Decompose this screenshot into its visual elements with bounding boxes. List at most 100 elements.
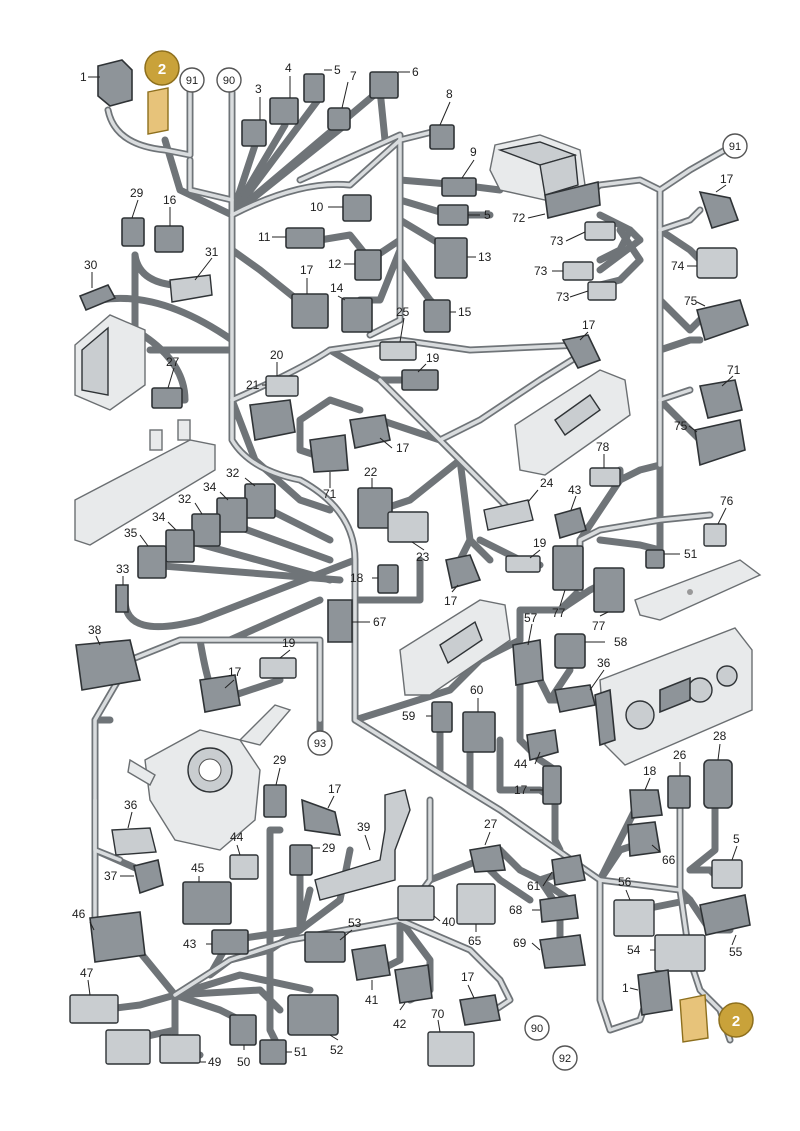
label-52: 52 <box>330 1043 344 1057</box>
ref-circle-90-top <box>216 67 242 93</box>
label-5: 5 <box>334 63 341 77</box>
label-12: 12 <box>328 257 342 271</box>
sun-visor-center <box>399 599 511 696</box>
label-29: 29 <box>130 186 144 200</box>
label-20: 20 <box>270 348 284 362</box>
label-44: 44 <box>514 757 528 771</box>
label-17: 17 <box>328 782 342 796</box>
ref-circle-91-right <box>722 133 748 159</box>
label-46: 46 <box>72 907 86 921</box>
label-17: 17 <box>461 970 475 984</box>
label-58: 58 <box>614 635 628 649</box>
label-16: 16 <box>163 193 177 207</box>
label-17: 17 <box>444 594 458 608</box>
label-42: 42 <box>393 1017 407 1031</box>
label-29: 29 <box>322 841 336 855</box>
label-10: 10 <box>310 200 324 214</box>
label-1: 1 <box>622 981 629 995</box>
sun-visor-right-top <box>514 369 631 476</box>
label-65: 65 <box>468 934 482 948</box>
label-55: 55 <box>729 945 743 959</box>
label-27: 27 <box>166 355 180 369</box>
label-73: 73 <box>556 290 570 304</box>
label-41: 41 <box>365 993 379 1007</box>
label-5: 5 <box>733 832 740 846</box>
label-11: 11 <box>258 230 271 244</box>
label-15: 15 <box>458 305 472 319</box>
label-70: 70 <box>431 1007 445 1021</box>
ref-91-top: 91 <box>186 75 198 87</box>
label-38: 38 <box>88 623 102 637</box>
label-74: 74 <box>671 259 685 273</box>
label-51: 51 <box>294 1045 308 1059</box>
label-53: 53 <box>348 916 362 930</box>
fuse-box-frame <box>74 419 216 546</box>
relay-carrier <box>74 314 146 411</box>
label-69: 69 <box>513 936 527 950</box>
label-39: 39 <box>357 820 371 834</box>
interior-light-unit <box>634 559 762 621</box>
ref-circle-91-top <box>179 67 205 93</box>
label-35: 35 <box>124 526 138 540</box>
airbag-control-unit <box>489 134 586 201</box>
ref-circle-93 <box>307 730 333 756</box>
label-50: 50 <box>237 1055 251 1069</box>
label-32: 32 <box>226 466 240 480</box>
label-19: 19 <box>282 636 296 650</box>
steering-column-switch <box>127 704 292 851</box>
label-40: 40 <box>442 915 456 929</box>
label-5: 5 <box>484 208 491 222</box>
badge-circle-bottom <box>718 1002 754 1038</box>
label-32: 32 <box>178 492 192 506</box>
label-19: 19 <box>533 536 547 550</box>
part-number-labels: 1 3 4 5 6 7 8 9 5 10 11 12 13 14 15 16 1… <box>72 61 743 1069</box>
label-17: 17 <box>582 318 596 332</box>
label-34: 34 <box>152 510 166 524</box>
badge-bottom-label: 2 <box>732 1013 740 1030</box>
label-73: 73 <box>534 264 548 278</box>
label-36: 36 <box>124 798 138 812</box>
badge-top-label: 2 <box>158 61 166 78</box>
label-61: 61 <box>527 879 541 893</box>
label-31: 31 <box>205 245 219 259</box>
label-14: 14 <box>330 281 344 295</box>
label-4: 4 <box>285 61 292 75</box>
label-57: 57 <box>524 611 538 625</box>
ref-92: 92 <box>559 1053 571 1065</box>
cable-duct <box>314 789 411 901</box>
label-26: 26 <box>673 748 687 762</box>
label-30: 30 <box>84 258 98 272</box>
ref-91-right: 91 <box>729 141 741 153</box>
label-51: 51 <box>684 547 698 561</box>
ref-circle-90-bottom <box>524 1015 550 1041</box>
label-21: 21 <box>246 378 260 392</box>
label-6: 6 <box>412 65 419 79</box>
continuation-references: 91 90 91 93 90 92 <box>179 67 748 1071</box>
ref-93: 93 <box>314 738 326 750</box>
label-29: 29 <box>273 753 287 767</box>
label-77: 77 <box>552 606 566 620</box>
label-17: 17 <box>228 665 242 679</box>
label-43: 43 <box>183 937 197 951</box>
label-18: 18 <box>643 764 657 778</box>
label-24: 24 <box>540 476 554 490</box>
label-17: 17 <box>396 441 410 455</box>
label-71: 71 <box>323 487 337 501</box>
label-68: 68 <box>509 903 523 917</box>
label-13: 13 <box>478 250 492 264</box>
label-66: 66 <box>662 853 676 867</box>
label-72: 72 <box>512 211 526 225</box>
label-17: 17 <box>300 263 314 277</box>
label-60: 60 <box>470 683 484 697</box>
label-77: 77 <box>592 619 606 633</box>
label-44: 44 <box>230 830 244 844</box>
connector-parts <box>69 59 751 1067</box>
label-28: 28 <box>713 729 727 743</box>
ref-circle-92 <box>552 1045 578 1071</box>
label-17: 17 <box>514 783 528 797</box>
label-1: 1 <box>80 70 87 84</box>
label-36: 36 <box>597 656 611 670</box>
label-47: 47 <box>80 966 94 980</box>
label-59: 59 <box>402 709 416 723</box>
